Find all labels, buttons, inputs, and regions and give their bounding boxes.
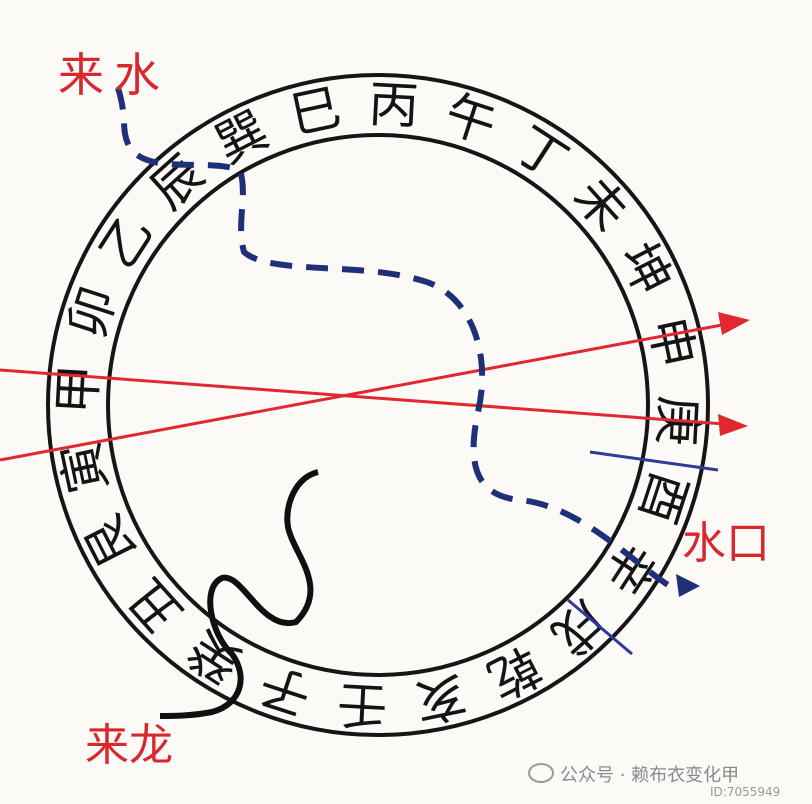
ring-character: 乾 <box>479 635 550 709</box>
divider-line-lower <box>567 598 633 656</box>
ring-character: 丑 <box>117 568 194 644</box>
water-flow-path <box>115 87 670 588</box>
watermark-id: ID:7055949 <box>710 785 781 799</box>
water-outlet-arrowhead <box>676 574 700 597</box>
inner-ring <box>106 133 650 677</box>
arrowhead-upper <box>718 414 748 436</box>
ring-character: 艮 <box>74 506 148 577</box>
ring-character: 戌 <box>541 590 617 667</box>
arrowhead-lower <box>718 312 750 335</box>
dragon-vein-path <box>159 469 319 719</box>
ring-character: 亥 <box>410 665 471 732</box>
ring-character: 丙 <box>367 75 420 136</box>
ring-character: 辛 <box>592 532 668 606</box>
ring-character: 未 <box>563 166 640 242</box>
wechat-icon <box>528 763 554 783</box>
ring-character: 寅 <box>51 437 118 498</box>
watermark-text: 公众号 · 赖布衣变化甲 <box>560 765 740 786</box>
ring-character: 乙 <box>88 205 164 279</box>
watermark: 公众号 · 赖布衣变化甲 <box>528 761 739 787</box>
ring-character: 辰 <box>139 144 215 221</box>
ring-character: 坤 <box>608 233 682 304</box>
divider-line-upper <box>589 450 719 472</box>
ring-character: 丁 <box>505 115 579 191</box>
arrow-line-lower <box>0 320 739 462</box>
outer-ring <box>46 73 710 737</box>
dragon-inflow-label: 来龙 <box>85 720 173 771</box>
ring-character: 巳 <box>285 78 346 145</box>
ring-character: 甲 <box>48 363 109 416</box>
arrow-line-upper <box>0 368 739 427</box>
water-outlet-label: 水口 <box>682 518 770 569</box>
ring-character: 壬 <box>336 674 389 735</box>
ring-character: 申 <box>638 312 705 373</box>
water-inflow-label: 来水 <box>58 48 170 102</box>
